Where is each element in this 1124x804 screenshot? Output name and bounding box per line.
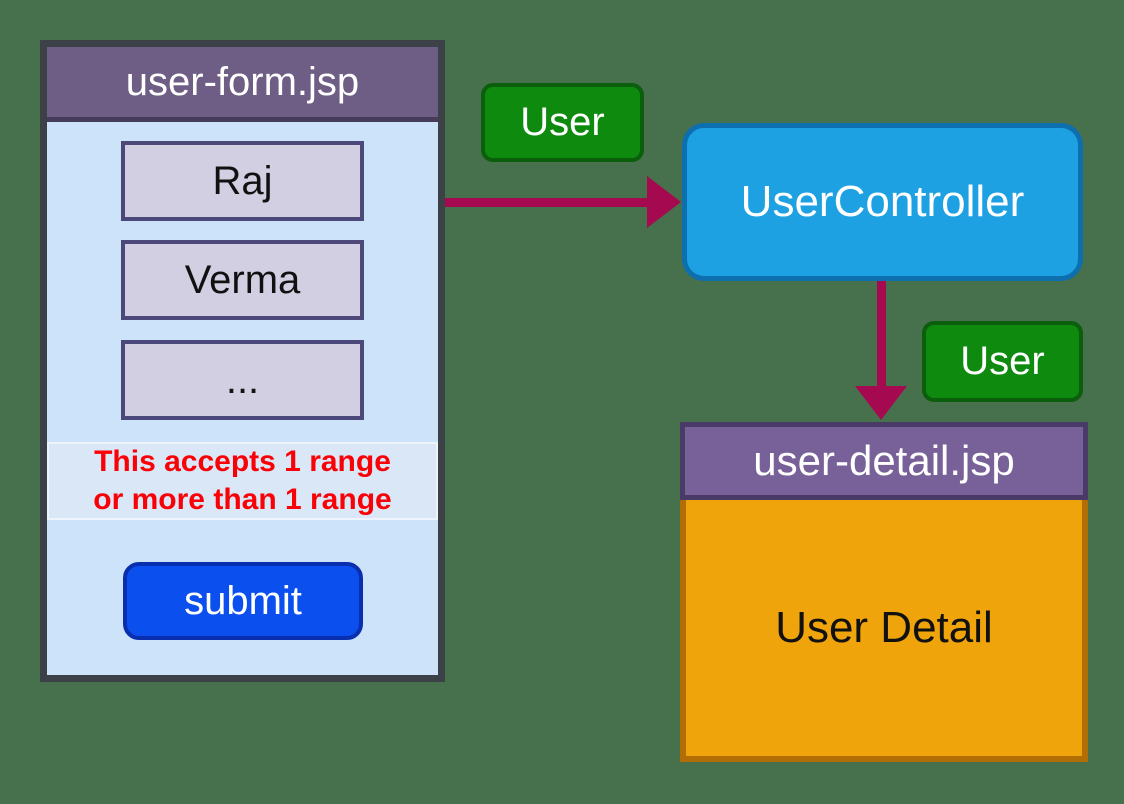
arrow-form-to-controller-head — [647, 176, 681, 228]
user-detail-content: User Detail — [680, 500, 1088, 762]
more-fields-placeholder[interactable]: ... — [121, 340, 364, 420]
user-detail-box: user-detail.jsp User Detail — [680, 422, 1088, 762]
user-payload-badge-form-to-controller: User — [481, 83, 644, 162]
arrow-controller-to-detail-line — [877, 281, 886, 389]
user-form-box: user-form.jsp Raj Verma ... This accepts… — [40, 40, 445, 682]
submit-button[interactable]: submit — [123, 562, 363, 640]
user-controller-box: UserController — [682, 123, 1083, 281]
first-name-field[interactable]: Raj — [121, 141, 364, 221]
range-note: This accepts 1 range or more than 1 rang… — [47, 442, 438, 520]
arrow-form-to-controller-line — [445, 198, 650, 207]
last-name-field[interactable]: Verma — [121, 240, 364, 320]
range-note-line1: This accepts 1 range — [94, 445, 391, 478]
arrow-controller-to-detail-head — [855, 386, 907, 420]
user-form-title: user-form.jsp — [47, 47, 438, 122]
user-payload-badge-controller-to-detail: User — [922, 321, 1083, 402]
user-detail-title: user-detail.jsp — [680, 422, 1088, 500]
range-note-line2: or more than 1 range — [93, 483, 392, 516]
